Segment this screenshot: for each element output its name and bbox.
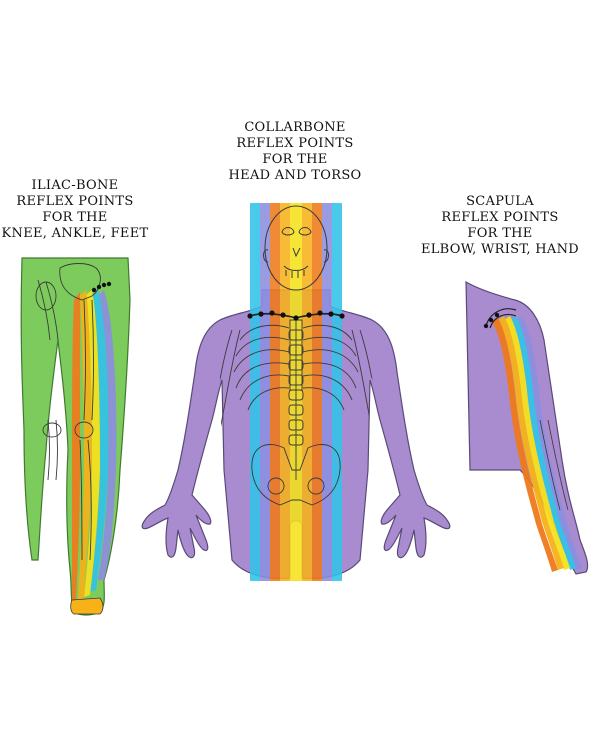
band-4: [280, 203, 290, 581]
leg-figure: [20, 257, 131, 616]
scap-label-line-4: ELBOW, WRIST, HAND: [420, 242, 580, 257]
collar-label-line-3: FOR THE: [262, 152, 328, 167]
collarbone-label: COLLARBONE REFLEX POINTS FOR THE HEAD AN…: [220, 120, 370, 184]
arm-figure: [465, 280, 589, 575]
band-3: [270, 203, 280, 581]
reflex-dot: [280, 312, 286, 318]
collar-label-line-1: COLLARBONE: [244, 120, 346, 135]
band-9: [332, 203, 342, 581]
band-6: [302, 203, 312, 581]
head-outline: [263, 205, 329, 291]
collar-label-line-2: REFLEX POINTS: [236, 136, 354, 151]
reflex-dot: [106, 281, 112, 287]
arm-bands: [492, 316, 582, 572]
reflex-dot: [306, 312, 312, 318]
collarbone-reflex-points: [247, 310, 345, 321]
leg-foot: [70, 597, 104, 615]
reflex-dot: [339, 313, 345, 319]
band-7: [312, 203, 322, 581]
scapula-reflex-points: [483, 312, 500, 329]
iliac-label-line-4: KNEE, ANKLE, FEET: [1, 226, 149, 241]
band-1: [250, 203, 260, 581]
leg-bands: [72, 290, 117, 600]
collar-label-line-4: HEAD AND TORSO: [228, 168, 362, 183]
reflex-dot: [96, 284, 102, 290]
scapula-label: SCAPULA REFLEX POINTS FOR THE ELBOW, WRI…: [415, 194, 585, 258]
reflex-dot: [483, 323, 489, 329]
iliac-label-line-3: FOR THE: [42, 210, 108, 225]
scap-label-line-3: FOR THE: [467, 226, 533, 241]
scap-label-line-2: REFLEX POINTS: [441, 210, 559, 225]
reflex-dot: [488, 317, 494, 323]
reflex-dot: [494, 312, 500, 318]
reflex-dot: [91, 287, 97, 293]
reflex-dot: [328, 311, 334, 317]
iliac-label-line-1: ILIAC-BONE: [31, 178, 119, 193]
iliac-reflex-points: [91, 281, 112, 293]
reflex-dot: [258, 311, 264, 317]
torso-skeleton: [211, 318, 381, 506]
reflex-dot: [247, 313, 253, 319]
reflex-dot: [317, 310, 323, 316]
reflex-dot: [293, 315, 299, 321]
reflex-dot: [101, 282, 107, 288]
iliac-bone-label: ILIAC-BONE REFLEX POINTS FOR THE KNEE, A…: [0, 178, 150, 242]
reflex-dot: [269, 310, 275, 316]
scap-label-line-1: SCAPULA: [466, 194, 534, 209]
iliac-label-line-2: REFLEX POINTS: [16, 194, 134, 209]
